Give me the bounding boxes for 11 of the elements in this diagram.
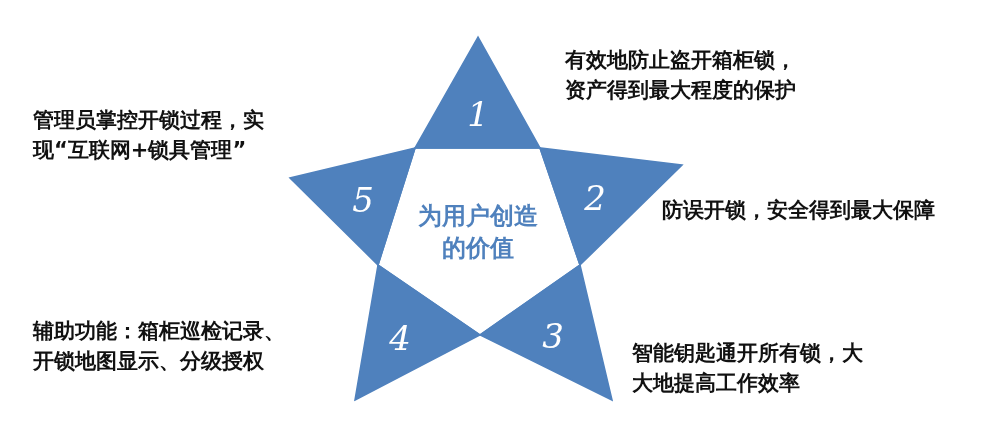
description-text: 管理员掌控开锁过程，实现“互联网+锁具管理” [33,107,265,164]
number-label: 5 [351,180,375,220]
description-text: 智能钥匙通开所有锁，大大地提高工作效率 [632,340,864,397]
number-label: 4 [388,318,412,358]
center-label: 为用户创造的价值 [418,201,538,264]
number-label: 1 [466,94,490,134]
number-label: 2 [583,178,607,218]
description-text: 辅助功能：箱柜巡检记录、开锁地图显示、分级授权 [33,318,286,375]
description-text: 防误开锁，安全得到最大保障 [662,197,936,224]
number-label: 3 [541,316,565,356]
description-text: 有效地防止盗开箱柜锁，资产得到最大程度的保护 [565,47,797,104]
